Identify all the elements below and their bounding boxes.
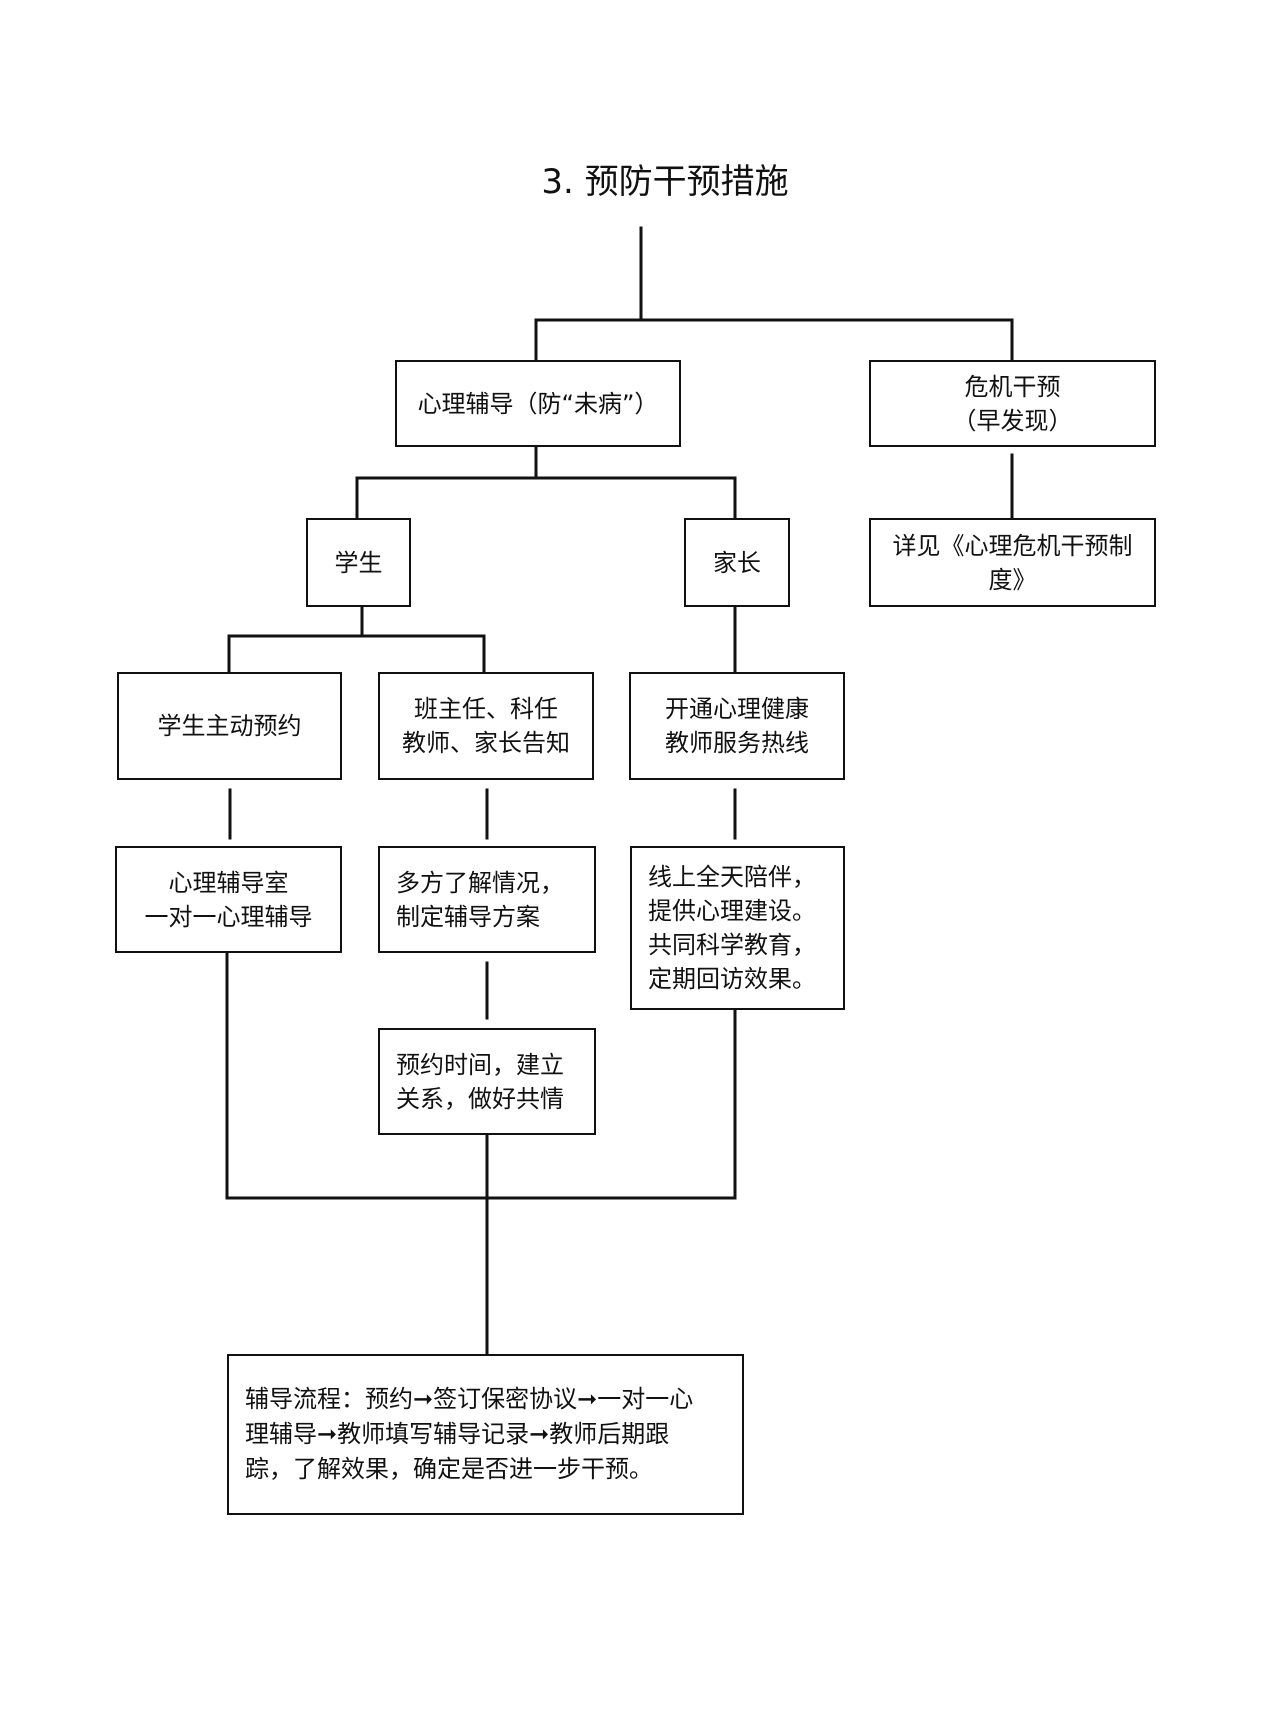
node-text: 理辅导➞教师填写辅导记录➞教师后期跟 xyxy=(245,1420,670,1448)
node-counsel-room: 心理辅导室 一对一心理辅导 xyxy=(115,846,342,953)
node-online-support: 线上全天陪伴， 提供心理建设。 共同科学教育， 定期回访效果。 xyxy=(630,846,845,1010)
node-text: 定期回访效果。 xyxy=(648,965,816,993)
node-counseling-process: 辅导流程：预约➞签订保密协议➞一对一心 理辅导➞教师填写辅导记录➞教师后期跟 踪… xyxy=(227,1354,744,1515)
node-text: 辅导流程：预约➞签订保密协议➞一对一心 xyxy=(245,1385,694,1413)
node-text: 心理辅导室 xyxy=(168,868,289,897)
node-text: 制定辅导方案 xyxy=(396,902,540,931)
diagram-title: 3. 预防干预措施 xyxy=(541,162,789,202)
node-text: 预约时间，建立 xyxy=(396,1050,564,1079)
node-crisis-intervention: 危机干预 （早发现） xyxy=(869,360,1156,447)
node-text: 踪，了解效果，确定是否进一步干预。 xyxy=(245,1455,653,1483)
node-text: 危机干预 xyxy=(964,372,1061,401)
node-text: 度》 xyxy=(988,565,1037,594)
node-text: 共同科学教育， xyxy=(648,931,816,959)
node-text: 教师、家长告知 xyxy=(402,729,570,757)
node-text: 提供心理建设。 xyxy=(648,897,816,925)
node-text: 详见《心理危机干预制 xyxy=(892,531,1133,560)
node-text: 关系，做好共情 xyxy=(396,1084,564,1113)
node-notify: 班主任、科任 教师、家长告知 xyxy=(378,672,594,780)
node-parent: 家长 xyxy=(684,518,790,607)
node-see-policy: 详见《心理危机干预制 度》 xyxy=(869,518,1156,607)
node-text: 一对一心理辅导 xyxy=(144,902,313,931)
node-self-booking: 学生主动预约 xyxy=(117,672,342,780)
node-text: 教师服务热线 xyxy=(665,729,809,757)
node-psych-counseling: 心理辅导（防“未病”） xyxy=(395,360,681,447)
node-text: 学生 xyxy=(334,548,383,577)
node-text: （早发现） xyxy=(952,406,1073,435)
node-text: 学生主动预约 xyxy=(157,712,302,740)
node-text: 班主任、科任 xyxy=(414,695,558,723)
node-text: 多方了解情况， xyxy=(396,868,564,897)
node-text: 心理辅导（防“未病”） xyxy=(417,389,659,418)
node-student: 学生 xyxy=(306,518,411,607)
node-text: 家长 xyxy=(713,548,761,577)
node-appointment: 预约时间，建立 关系，做好共情 xyxy=(378,1028,596,1135)
node-text: 线上全天陪伴， xyxy=(648,863,816,891)
node-hotline: 开通心理健康 教师服务热线 xyxy=(629,672,845,780)
node-text: 开通心理健康 xyxy=(665,695,809,723)
node-plan: 多方了解情况， 制定辅导方案 xyxy=(378,846,596,953)
